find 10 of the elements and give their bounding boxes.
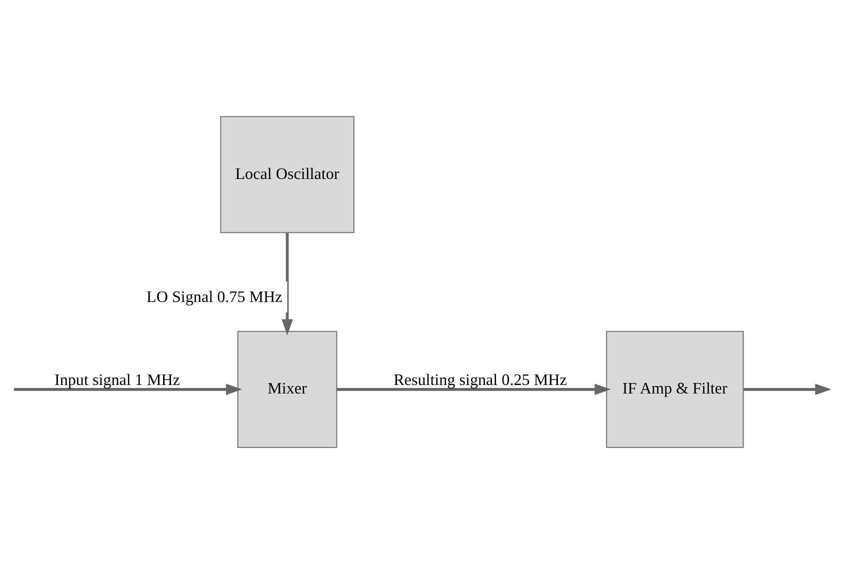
node-box: Mixer	[237, 330, 338, 448]
node-box: IF Amp & Filter	[606, 330, 744, 448]
arrow	[744, 384, 832, 396]
arrow	[336, 384, 611, 396]
arrow	[14, 384, 242, 396]
edge-label: LO Signal 0.75 MHz	[146, 288, 282, 306]
arrow	[282, 232, 293, 336]
edge-label: Input signal 1 MHz	[54, 372, 180, 390]
node-box: Local Oscillator	[220, 116, 354, 234]
edge-label: Resulting signal 0.25 MHz	[394, 372, 567, 390]
